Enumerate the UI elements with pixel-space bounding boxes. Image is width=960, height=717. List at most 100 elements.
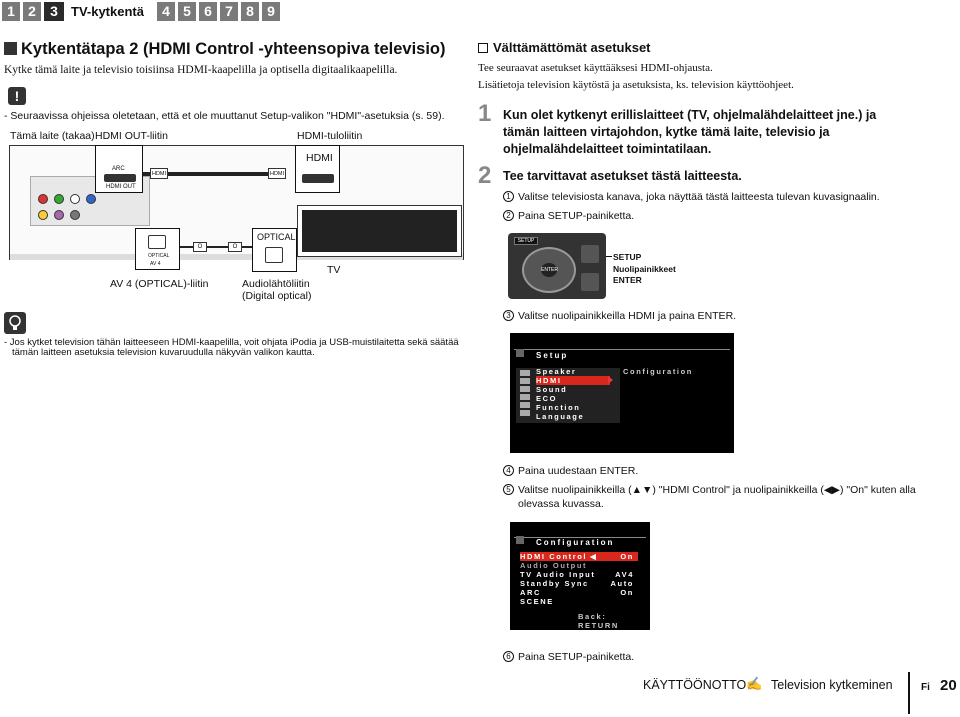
- optical-cable: [180, 246, 252, 248]
- remote-control-excerpt: SETUP ENTER: [508, 233, 606, 299]
- menu-item-speaker[interactable]: Speaker: [536, 367, 577, 376]
- chapter-tab-1[interactable]: 1: [2, 2, 20, 21]
- checkbox-icon: [478, 43, 488, 53]
- audio-out-label: Audiolähtöliitin: [242, 278, 310, 290]
- step2-number: 2: [478, 162, 492, 189]
- rca-jack-red: [38, 194, 48, 204]
- prereq-line2: Lisätietoja television käytöstä ja asetu…: [478, 79, 794, 91]
- rca-jack-green: [54, 194, 64, 204]
- hdmi-plug-right: HDMI: [268, 168, 286, 179]
- tip-text-line1: - Jos kytket television tähän laitteesee…: [4, 337, 459, 348]
- hdmi-icon: [520, 378, 530, 384]
- menu-divider: [514, 537, 646, 538]
- menu-header: Setup: [536, 351, 569, 360]
- chapter-tab-6[interactable]: 6: [198, 2, 217, 21]
- section-intro: Kytke tämä laite ja televisio toisiinsa …: [4, 64, 398, 76]
- menu-item-function[interactable]: Function: [536, 403, 581, 412]
- menu-divider: [514, 349, 730, 350]
- chapter-tab-7[interactable]: 7: [219, 2, 238, 21]
- setup-menu-screen: Setup Speaker HDMI Sound ECO Function La…: [510, 333, 734, 453]
- av4-label: AV 4 (OPTICAL)-liitin: [110, 278, 209, 290]
- tv-screen: [302, 210, 457, 252]
- rca-jack-yellow: [38, 210, 48, 220]
- digital-optical-label: (Digital optical): [242, 290, 312, 302]
- hdmi-out-label: HDMI OUT-liitin: [95, 130, 168, 142]
- config-row-arc[interactable]: ARC On: [520, 588, 634, 597]
- step1-text: Kun olet kytkenyt erillislaitteet (TV, o…: [503, 108, 877, 156]
- sound-icon: [520, 386, 530, 392]
- config-row-hdmi-control[interactable]: HDMI Control ◀ On: [520, 552, 638, 561]
- optical-plug-right: O: [228, 242, 242, 252]
- menu-item-eco[interactable]: ECO: [536, 394, 558, 403]
- menu-right-label: Configuration: [623, 367, 693, 376]
- chapter-tab-3[interactable]: 3: [44, 2, 64, 21]
- prereq-title: Välttämättömät asetukset: [478, 40, 651, 55]
- menu-header-icon: [516, 349, 524, 357]
- page-number: 20: [940, 677, 957, 694]
- optical-av4-callout: OPTICAL AV 4: [135, 228, 180, 270]
- tv-label: TV: [327, 264, 341, 276]
- config-header: Configuration: [536, 538, 615, 547]
- rca-jack-purple: [54, 210, 64, 220]
- chapter-tab-4[interactable]: 4: [156, 2, 175, 21]
- config-list: HDMI Control ◀ On Audio Output TV Audio …: [520, 552, 638, 606]
- minus-button[interactable]: [581, 273, 599, 291]
- square-bullet-icon: [4, 42, 17, 55]
- substep5-line2: olevassa kuvassa.: [518, 498, 604, 510]
- chapter-tab-8[interactable]: 8: [240, 2, 259, 21]
- hdmi-out-callout: ARC HDMI OUT: [95, 145, 143, 193]
- tip-text-line2: tämän laitteen asetuksia television kuva…: [12, 347, 315, 358]
- pencil-icon: ✍: [746, 676, 763, 691]
- footer-divider: [908, 672, 910, 714]
- warning-text: - Seuraavissa ohjeissa oletetaan, että e…: [4, 110, 445, 122]
- configuration-menu-screen: Configuration HDMI Control ◀ On Audio Ou…: [510, 522, 650, 630]
- config-row-standby-sync[interactable]: Standby Sync Auto: [520, 579, 634, 588]
- leader-line: [606, 256, 612, 257]
- config-row-scene[interactable]: SCENE: [520, 597, 554, 606]
- menu-item-sound[interactable]: Sound: [536, 385, 568, 394]
- config-row-audio-output[interactable]: Audio Output: [520, 561, 588, 570]
- remote-labels: SETUP Nuolipainikkeet ENTER: [613, 252, 676, 285]
- hdmi-in-callout: HDMI: [295, 145, 340, 193]
- enter-button[interactable]: ENTER: [541, 263, 558, 277]
- chapter-tab-2[interactable]: 2: [23, 2, 41, 21]
- rca-jack-blue: [86, 194, 96, 204]
- setup-button[interactable]: SETUP: [514, 237, 538, 245]
- receiver-rear-panel: [9, 145, 464, 260]
- config-footer: Back: RETURN: [578, 612, 619, 630]
- footer-lang: Fi: [921, 682, 930, 693]
- step1-number: 1: [478, 100, 492, 127]
- panel-foot: [10, 254, 463, 260]
- plus-button[interactable]: [581, 245, 599, 263]
- menu-item-hdmi[interactable]: HDMI: [536, 376, 610, 385]
- step2-text: Tee tarvittavat asetukset tästä laittees…: [503, 169, 742, 183]
- tv-set: [297, 205, 462, 257]
- chapter-tabs: 1 2 3 TV-kytkentä 4 5 6 7 8 9: [2, 2, 280, 21]
- config-row-tv-audio-input[interactable]: TV Audio Input AV4: [520, 570, 634, 579]
- rca-jack-gray: [70, 210, 80, 220]
- chapter-tab-5[interactable]: 5: [177, 2, 196, 21]
- speaker-icon: [520, 370, 530, 376]
- menu-header-icon: [516, 536, 524, 544]
- optical-out-callout: OPTICAL: [252, 228, 297, 272]
- chapter-tab-9[interactable]: 9: [261, 2, 280, 21]
- optical-plug-left: O: [193, 242, 207, 252]
- optical-port-icon: [265, 247, 283, 263]
- chapter-tab-active-label: TV-kytkentä: [71, 4, 144, 19]
- hdmi-port-icon: [104, 174, 136, 182]
- prereq-line1: Tee seuraavat asetukset käyttääksesi HDM…: [478, 62, 713, 74]
- hdmi-port-icon: [302, 174, 334, 183]
- language-icon: [520, 410, 530, 416]
- arrow-right-icon: [608, 376, 613, 384]
- menu-list: Speaker HDMI Sound ECO Function Language: [536, 367, 610, 421]
- footer-subsection: Television kytkeminen: [771, 678, 893, 692]
- rca-jack-white: [70, 194, 80, 204]
- menu-item-language[interactable]: Language: [536, 412, 585, 421]
- function-icon: [520, 402, 530, 408]
